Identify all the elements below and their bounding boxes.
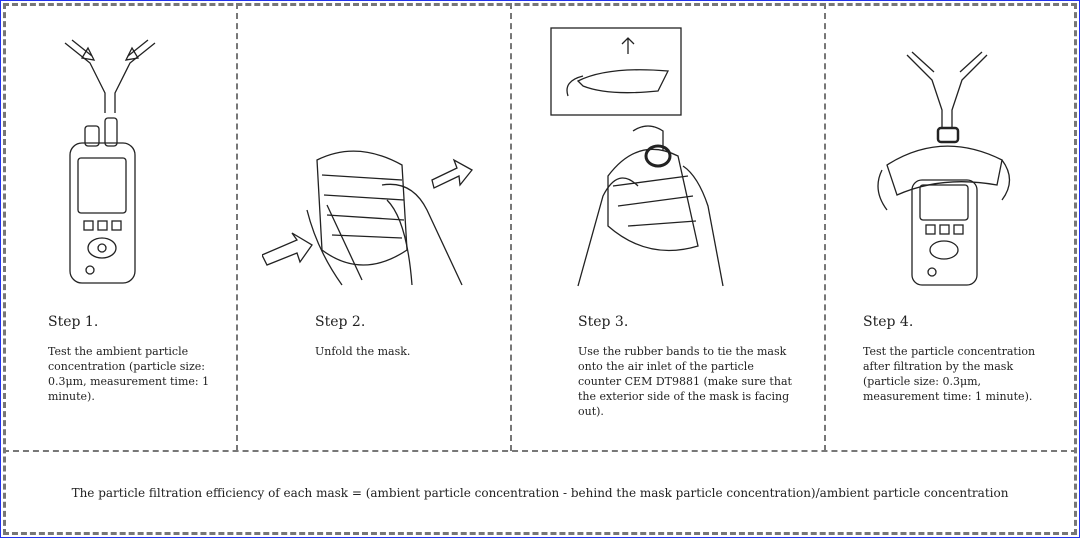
divider (510, 3, 512, 451)
step-title: Step 1. (48, 314, 99, 330)
efficiency-formula: The particle filtration efficiency of ea… (71, 486, 1009, 500)
step-4: Step 4. Test the particle concentration … (863, 314, 1063, 404)
step-1: Step 1. Test the ambient particle concen… (48, 314, 228, 404)
divider (236, 3, 238, 451)
step-description: Test the ambient particle concentration … (48, 345, 210, 403)
divider (824, 3, 826, 451)
step-2: Step 2. Unfold the mask. (315, 314, 495, 359)
step-title: Step 3. (578, 314, 629, 330)
divider (3, 450, 1077, 452)
step-title: Step 4. (863, 314, 914, 330)
step-3: Step 3. Use the rubber bands to tie the … (578, 314, 803, 419)
step-title: Step 2. (315, 314, 366, 330)
step-description: Use the rubber bands to tie the mask ont… (578, 345, 792, 418)
step-description: Unfold the mask. (315, 345, 411, 358)
dashed-border (3, 3, 1077, 535)
step-description: Test the particle concentration after fi… (863, 345, 1036, 403)
particle-counter-illustration (64, 39, 156, 284)
unfold-mask-illustration (262, 150, 473, 286)
masked-counter-illustration (877, 51, 1011, 286)
tie-mask-illustration (550, 27, 724, 287)
